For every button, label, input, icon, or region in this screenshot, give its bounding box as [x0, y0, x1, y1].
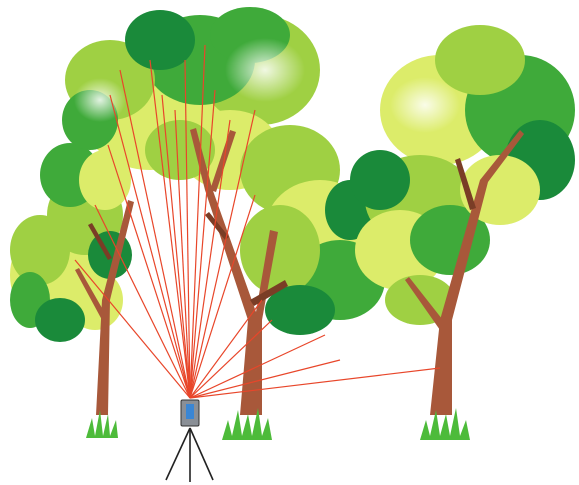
left-tree	[10, 143, 134, 438]
scanner-lens	[186, 404, 194, 419]
laser-beam	[190, 360, 340, 398]
tripod-leg-right	[190, 428, 213, 480]
tripod-leg-left	[166, 428, 190, 480]
laser-beam	[190, 368, 440, 398]
terrestrial-laser-scanner-icon	[166, 400, 213, 482]
right-tree	[350, 25, 575, 440]
